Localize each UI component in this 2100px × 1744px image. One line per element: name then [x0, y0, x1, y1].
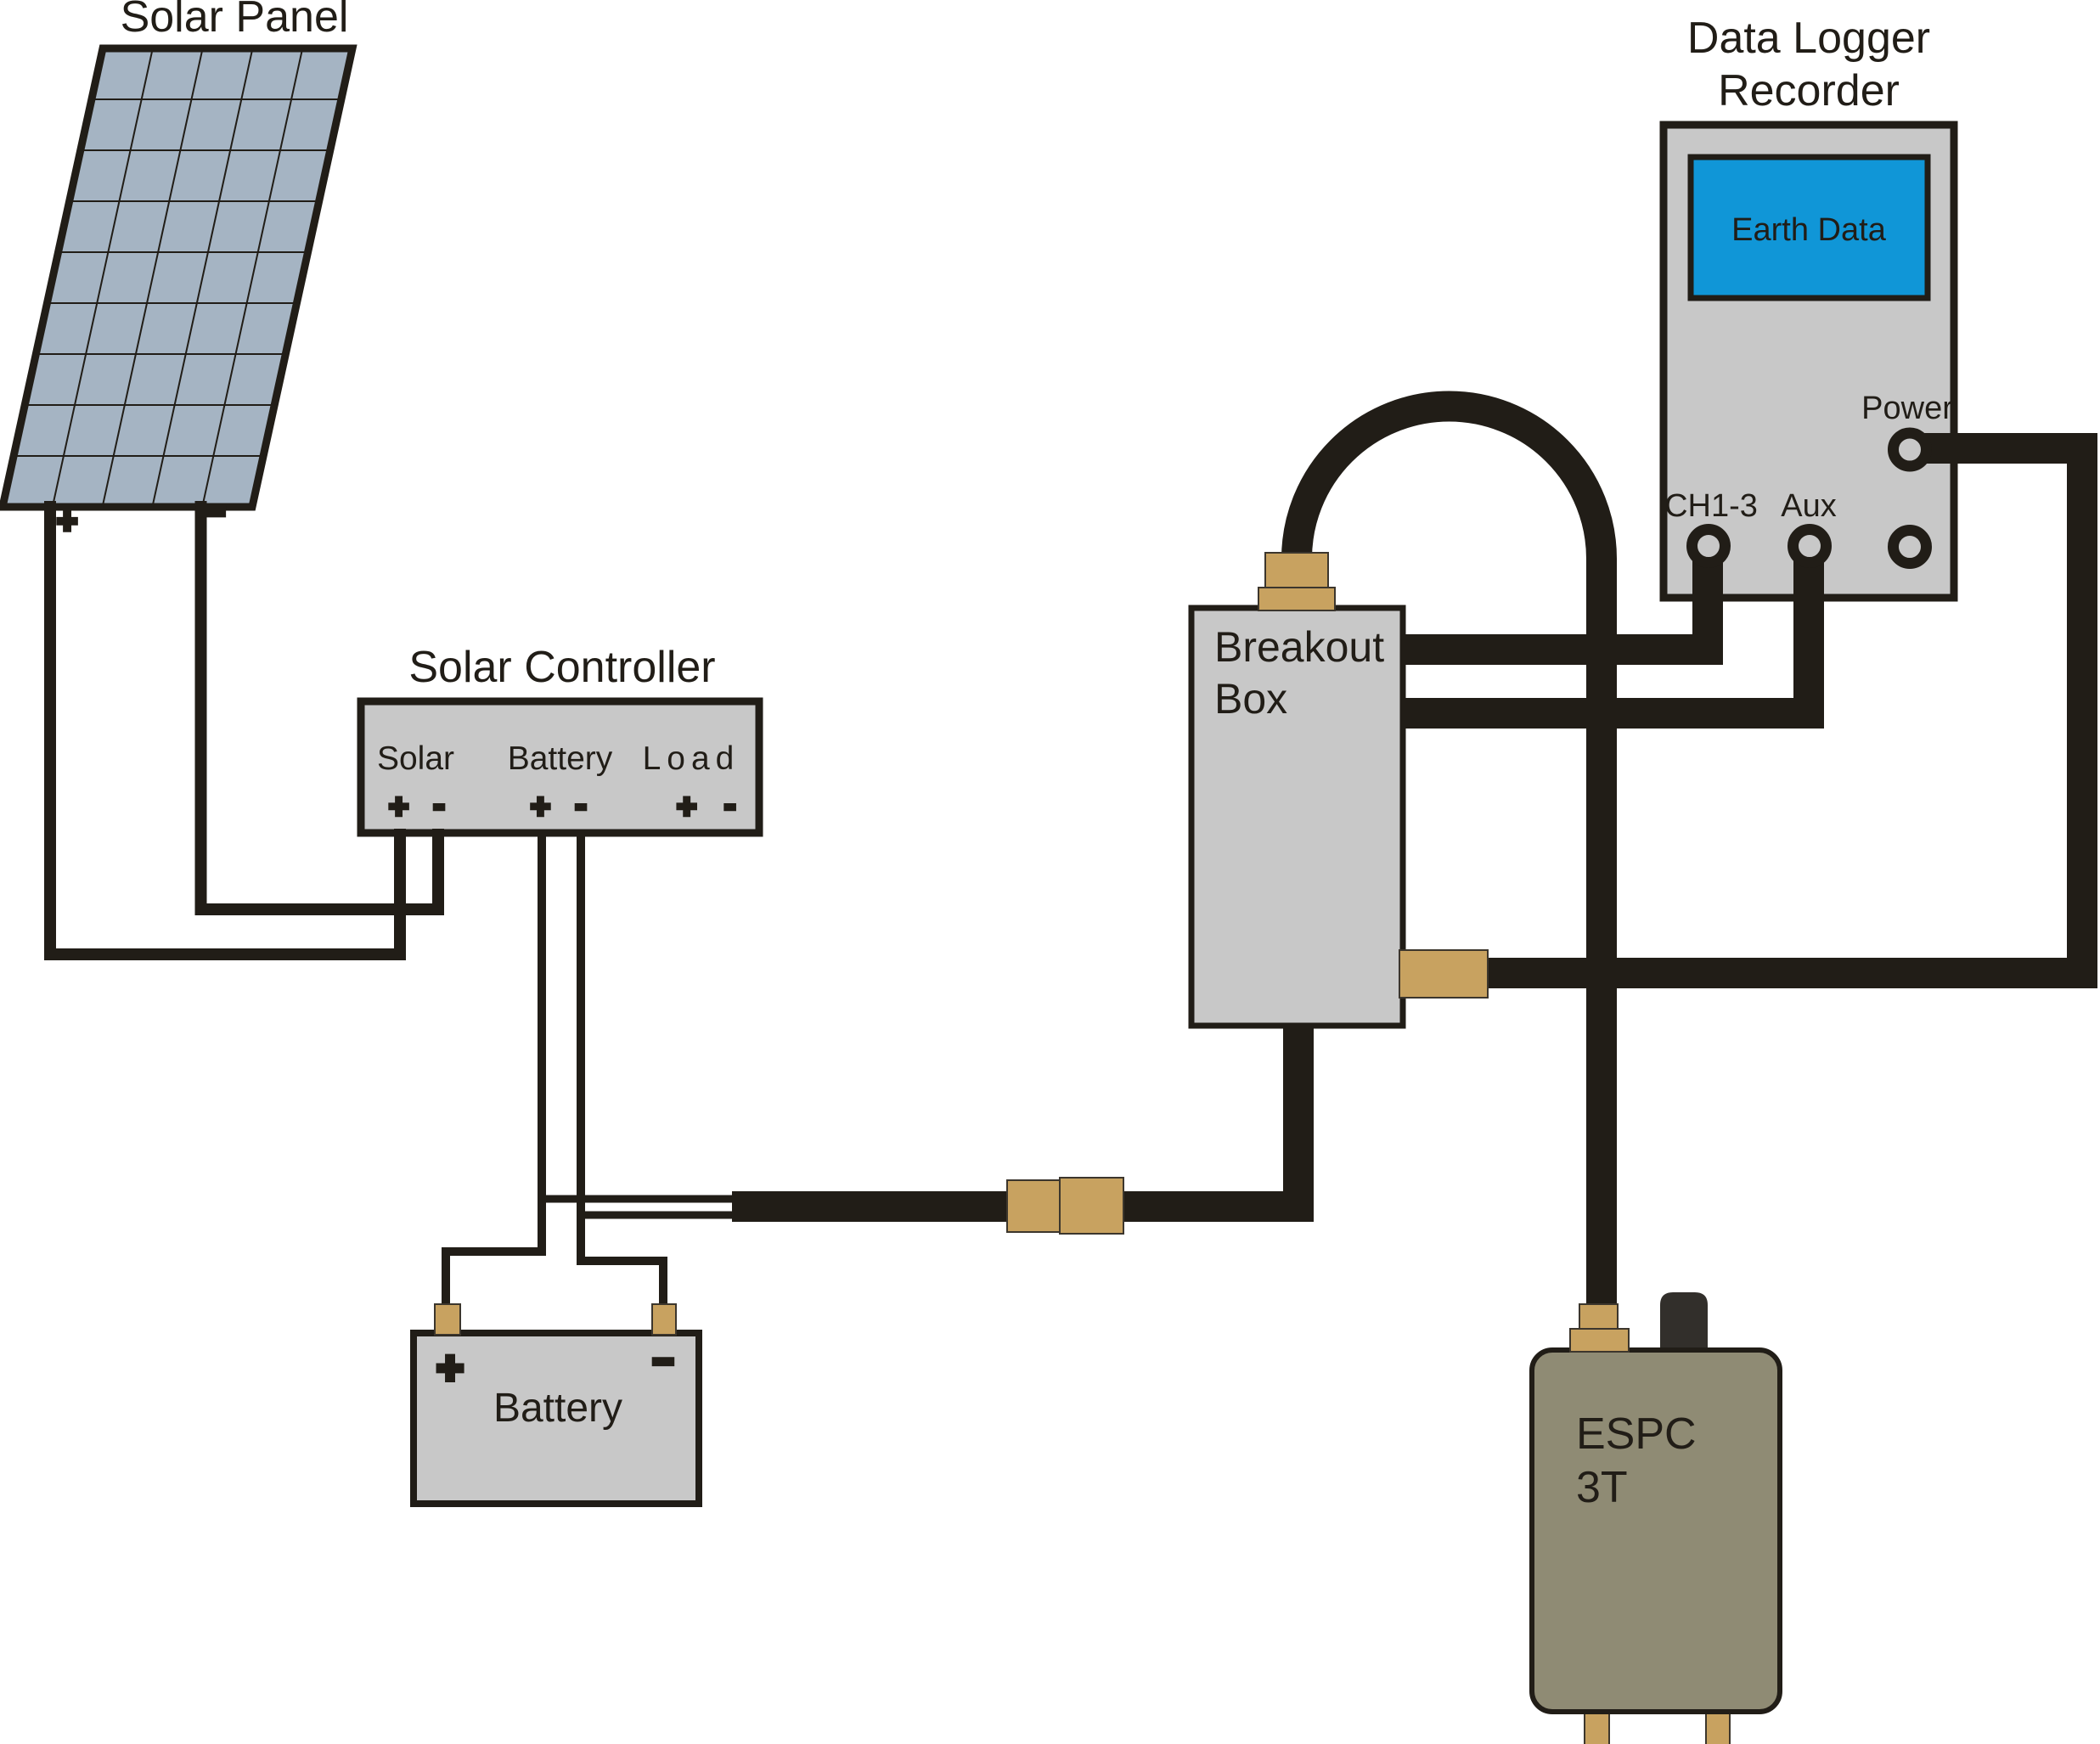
solar-controller-title: Solar Controller [408, 643, 715, 692]
aux-port [1788, 524, 1832, 568]
espc-label-line2: 3T [1576, 1463, 1628, 1512]
controller-solar-plus-mark: + [389, 788, 408, 825]
cable-power-to-breakout-side [1486, 433, 2097, 988]
spare-port [1888, 525, 1932, 569]
espc-connector-plug [1579, 1303, 1619, 1330]
wire-panel-minus-to-controller [194, 501, 444, 915]
espc-sensor [1529, 1292, 1782, 1744]
ch1-3-port-label: CH1-3 [1664, 488, 1758, 524]
battery-terminal-minus [651, 1303, 677, 1336]
controller-battery-label: Battery [508, 740, 613, 777]
data-logger-screen [1687, 154, 1931, 301]
aux-port-label: Aux [1781, 488, 1836, 524]
cable-breakout-arc-to-espc [1281, 391, 1617, 1314]
breakout-side-connector [1399, 949, 1489, 999]
solar-panel-title: Solar Panel [121, 0, 349, 42]
solar-controller-box [357, 697, 763, 837]
battery-terminal-plus [434, 1303, 461, 1336]
battery-label: Battery [493, 1386, 622, 1431]
wire-controller-to-battery-minus [577, 830, 667, 1309]
espc-knob [1660, 1292, 1708, 1357]
battery-box [410, 1330, 702, 1507]
cable-breakout-to-ch1-3 [1401, 554, 1723, 665]
wire-controller-to-battery-plus [442, 830, 546, 1309]
data-logger-title-line2: Recorder [1718, 66, 1900, 115]
inline-connector-left [1006, 1179, 1062, 1233]
solar-panel-grid [14, 48, 341, 508]
controller-battery-plus-mark: + [531, 788, 550, 825]
controller-battery-minus-mark: - [575, 786, 586, 824]
espc-connector-base [1569, 1328, 1630, 1353]
battery-plus-mark: + [436, 1342, 464, 1393]
breakout-box-label-line1: Breakout [1214, 623, 1384, 671]
cable-breakout-to-aux [1401, 554, 1824, 729]
power-port [1888, 427, 1932, 472]
data-logger-title-line1: Data Logger [1687, 14, 1930, 63]
breakout-box-label-line2: Box [1214, 675, 1287, 723]
power-port-label: Power [1861, 391, 1953, 426]
controller-solar-label: Solar [377, 740, 454, 777]
breakout-top-connector-plug [1264, 552, 1329, 588]
solar-panel-plus-mark: + [57, 503, 76, 540]
breakout-box [1188, 605, 1406, 1029]
solar-panel-face [0, 44, 358, 511]
controller-load-plus-mark: + [677, 788, 696, 825]
ch1-3-port [1686, 524, 1731, 568]
solar-panel [0, 44, 358, 511]
solar-panel-minus-mark: − [196, 484, 225, 539]
espc-body [1529, 1347, 1782, 1714]
espc-label-line1: ESPC [1576, 1409, 1697, 1459]
controller-load-minus-mark: - [724, 786, 735, 824]
controller-load-label: Load [643, 740, 740, 777]
wire-panel-plus-to-controller [44, 501, 406, 960]
inline-connector-right [1059, 1177, 1124, 1235]
breakout-top-connector-base [1258, 587, 1336, 611]
controller-solar-minus-mark: - [433, 786, 444, 824]
cable-battery-to-breakout [732, 1024, 1314, 1222]
data-logger-screen-label: Earth Data [1731, 212, 1887, 248]
battery-minus-mark: − [653, 1343, 673, 1381]
